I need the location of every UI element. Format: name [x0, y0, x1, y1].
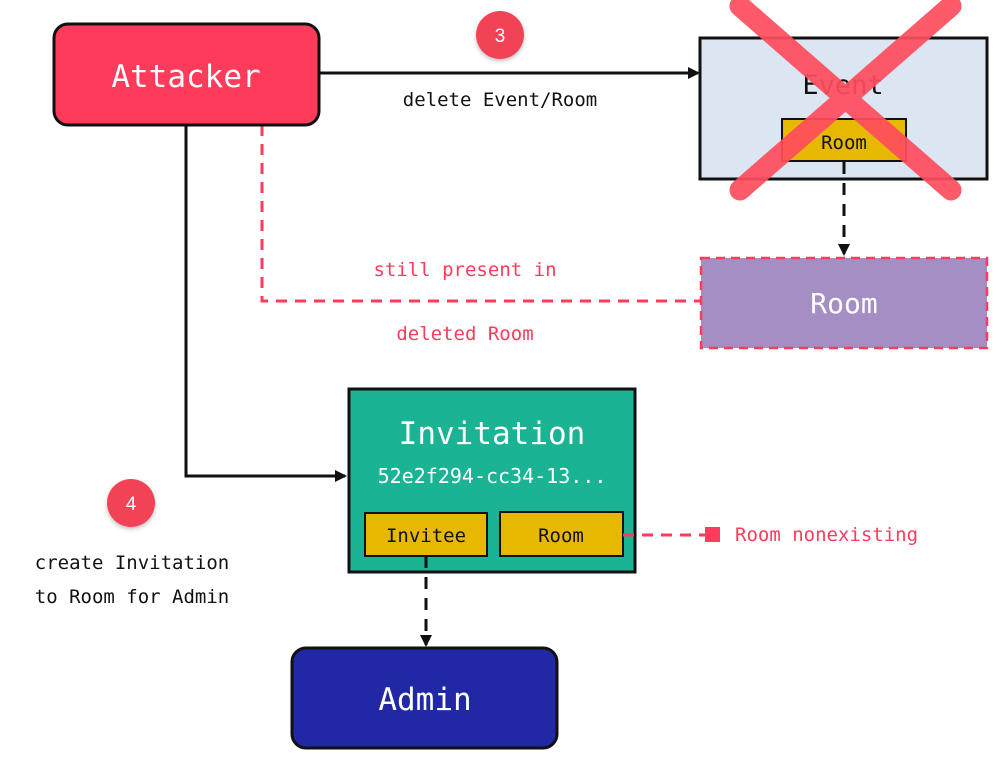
admin-node: Admin — [290, 646, 559, 750]
create-invitation-label-line2: to Room for Admin — [35, 586, 229, 608]
admin-label: Admin — [378, 682, 471, 718]
attacker-node: Attacker — [52, 22, 321, 127]
room-nonexisting-label: Room nonexisting — [735, 524, 918, 546]
invitation-id: 52e2f294-cc34-13... — [378, 464, 607, 488]
step-3-number: 3 — [495, 26, 506, 47]
step-4-badge: 4 — [107, 479, 155, 527]
create-invitation-label-line1: create Invitation — [35, 552, 229, 574]
invitation-room-chip — [499, 511, 624, 557]
still-present-label: still present in — [373, 259, 556, 281]
deleted-cross-icon — [729, 0, 962, 201]
orphan-room-node: Room — [699, 256, 989, 350]
orphan-room-label: Room — [810, 287, 877, 320]
invitee-chip — [364, 512, 488, 557]
room-nonexisting-marker — [705, 527, 720, 542]
invitation-title: Invitation — [399, 416, 586, 452]
attacker-label: Attacker — [111, 59, 260, 95]
delete-label: delete Event/Room — [403, 89, 597, 111]
still-present-link — [260, 125, 700, 303]
step-3-badge: 3 — [476, 11, 524, 59]
event-room-chip-label: Room — [821, 132, 867, 154]
invitee-chip-label: Invitee — [386, 525, 466, 547]
deleted-room-label: deleted Room — [396, 323, 533, 345]
step-4-number: 4 — [126, 494, 137, 515]
invitation-node: Invitation 52e2f294-cc34-13... Invitee R… — [347, 387, 637, 574]
create-invitation-arrow — [184, 125, 347, 482]
invitation-room-chip-label: Room — [538, 525, 584, 547]
